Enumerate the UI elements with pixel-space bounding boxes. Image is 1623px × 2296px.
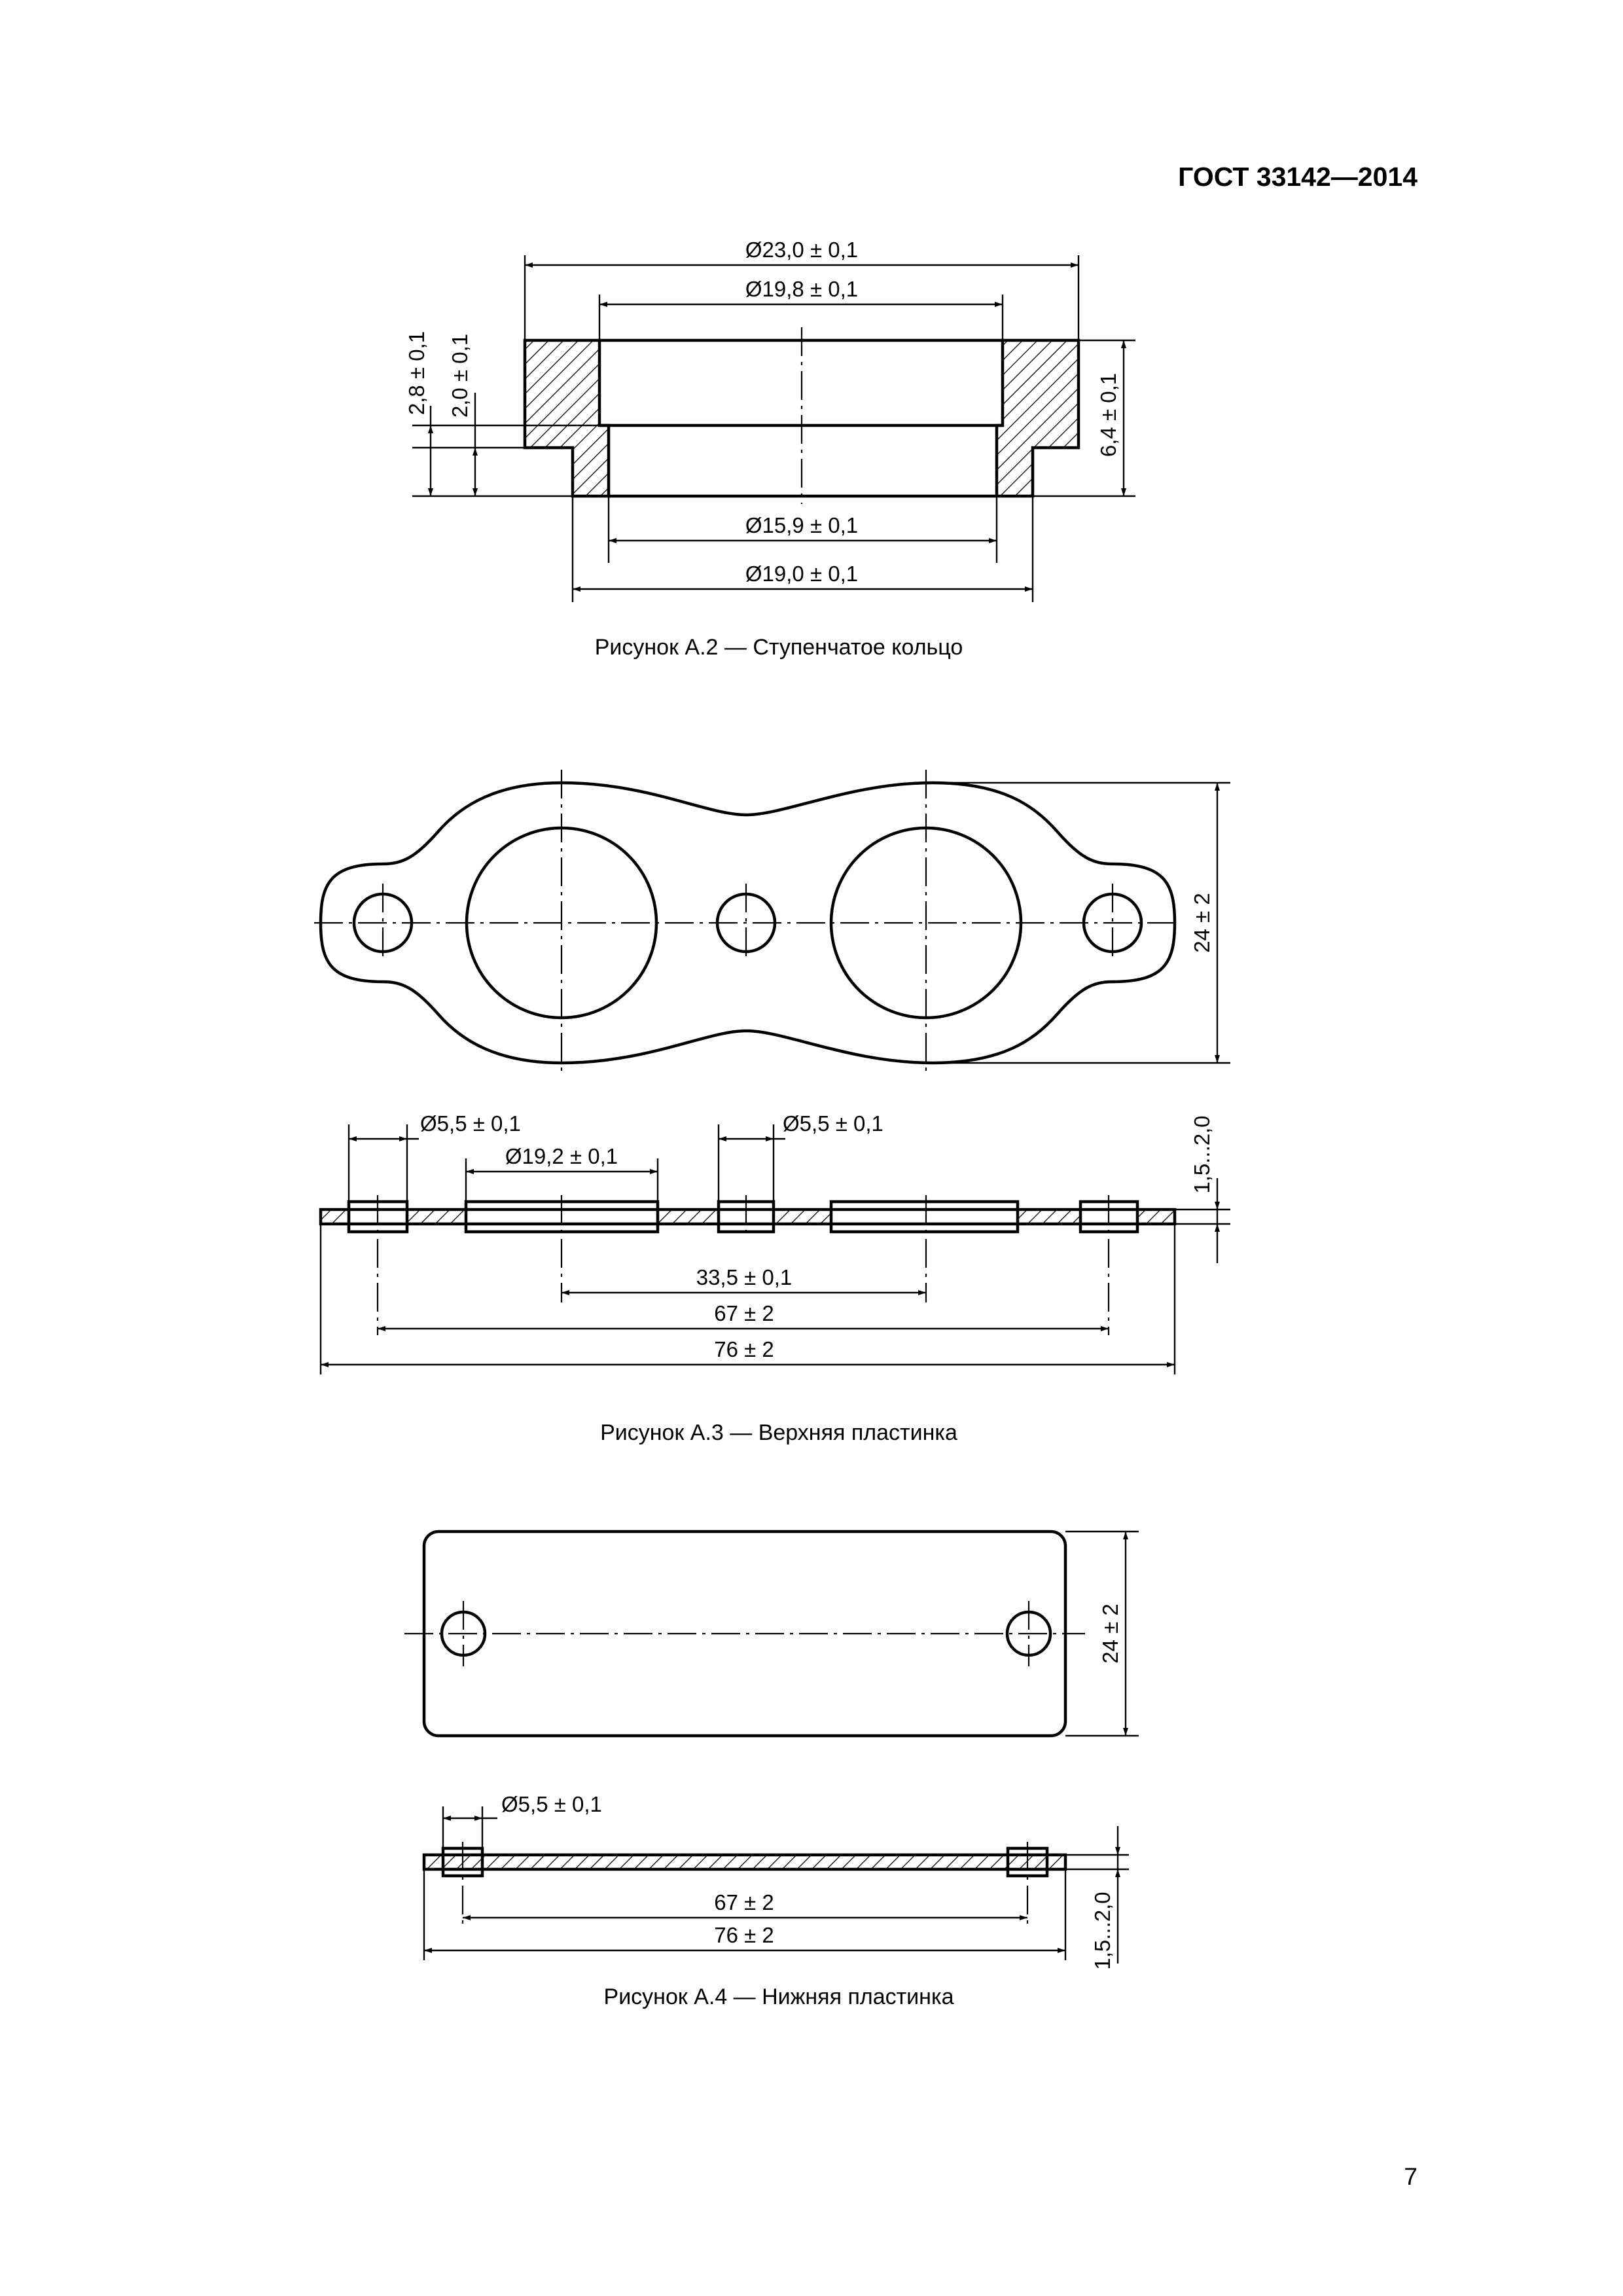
figure-a3-caption: Рисунок А.3 — Верхняя пластинка bbox=[600, 1420, 957, 1445]
dim-bottom-plate-length: 76 ± 2 bbox=[714, 1923, 774, 1947]
dim-plate-length: 76 ± 2 bbox=[714, 1337, 774, 1361]
dim-outer-bottom: Ø19,0 ± 0,1 bbox=[745, 562, 858, 586]
document-header: ГОСТ 33142—2014 bbox=[1178, 162, 1418, 192]
dim-hole-middle: Ø5,5 ± 0,1 bbox=[783, 1111, 883, 1136]
dim-inner-bottom: Ø15,9 ± 0,1 bbox=[745, 513, 858, 537]
dim-plate-thickness: 1,5...2,0 bbox=[1190, 1115, 1214, 1193]
figure-a4-caption: Рисунок А.4 — Нижняя пластинка bbox=[604, 1984, 954, 2009]
dim-total-height: 6,4 ± 0,1 bbox=[1096, 373, 1120, 457]
dim-step-height: 2,8 ± 0,1 bbox=[404, 331, 429, 415]
dim-bottom-hole-spacing: 67 ± 2 bbox=[714, 1890, 774, 1914]
page-number: 7 bbox=[1404, 2163, 1418, 2190]
dim-bottom-plate-width: 24 ± 2 bbox=[1098, 1604, 1122, 1664]
figure-a4-bottom-plate: 24 ± 2 Ø5,5 ± 0,1 67 ± 2 76 ± 2 1,5...2,… bbox=[404, 1530, 1139, 2009]
figure-a2-caption: Рисунок А.2 — Ступенчатое кольцо bbox=[595, 635, 963, 660]
dim-bottom-plate-thickness: 1,5...2,0 bbox=[1090, 1892, 1115, 1969]
dim-plate-width: 24 ± 2 bbox=[1190, 893, 1214, 953]
dim-bottom-height: 2,0 ± 0,1 bbox=[448, 334, 472, 418]
figure-a2-stepped-ring: Ø23,0 ± 0,1 Ø19,8 ± 0,1 Ø15,9 ± 0,1 Ø19,… bbox=[404, 238, 1135, 660]
dim-hole-left: Ø5,5 ± 0,1 bbox=[420, 1111, 521, 1136]
dim-bore-spacing: 33,5 ± 0,1 bbox=[696, 1265, 793, 1289]
dim-big-bore: Ø19,2 ± 0,1 bbox=[505, 1144, 618, 1168]
dim-hole-spacing: 67 ± 2 bbox=[714, 1301, 774, 1325]
dim-outer-top: Ø23,0 ± 0,1 bbox=[745, 238, 858, 262]
figure-a3-top-plate: 24 ± 2 bbox=[314, 770, 1230, 1445]
dim-bottom-hole: Ø5,5 ± 0,1 bbox=[501, 1792, 602, 1816]
dim-inner-top: Ø19,8 ± 0,1 bbox=[745, 277, 858, 301]
